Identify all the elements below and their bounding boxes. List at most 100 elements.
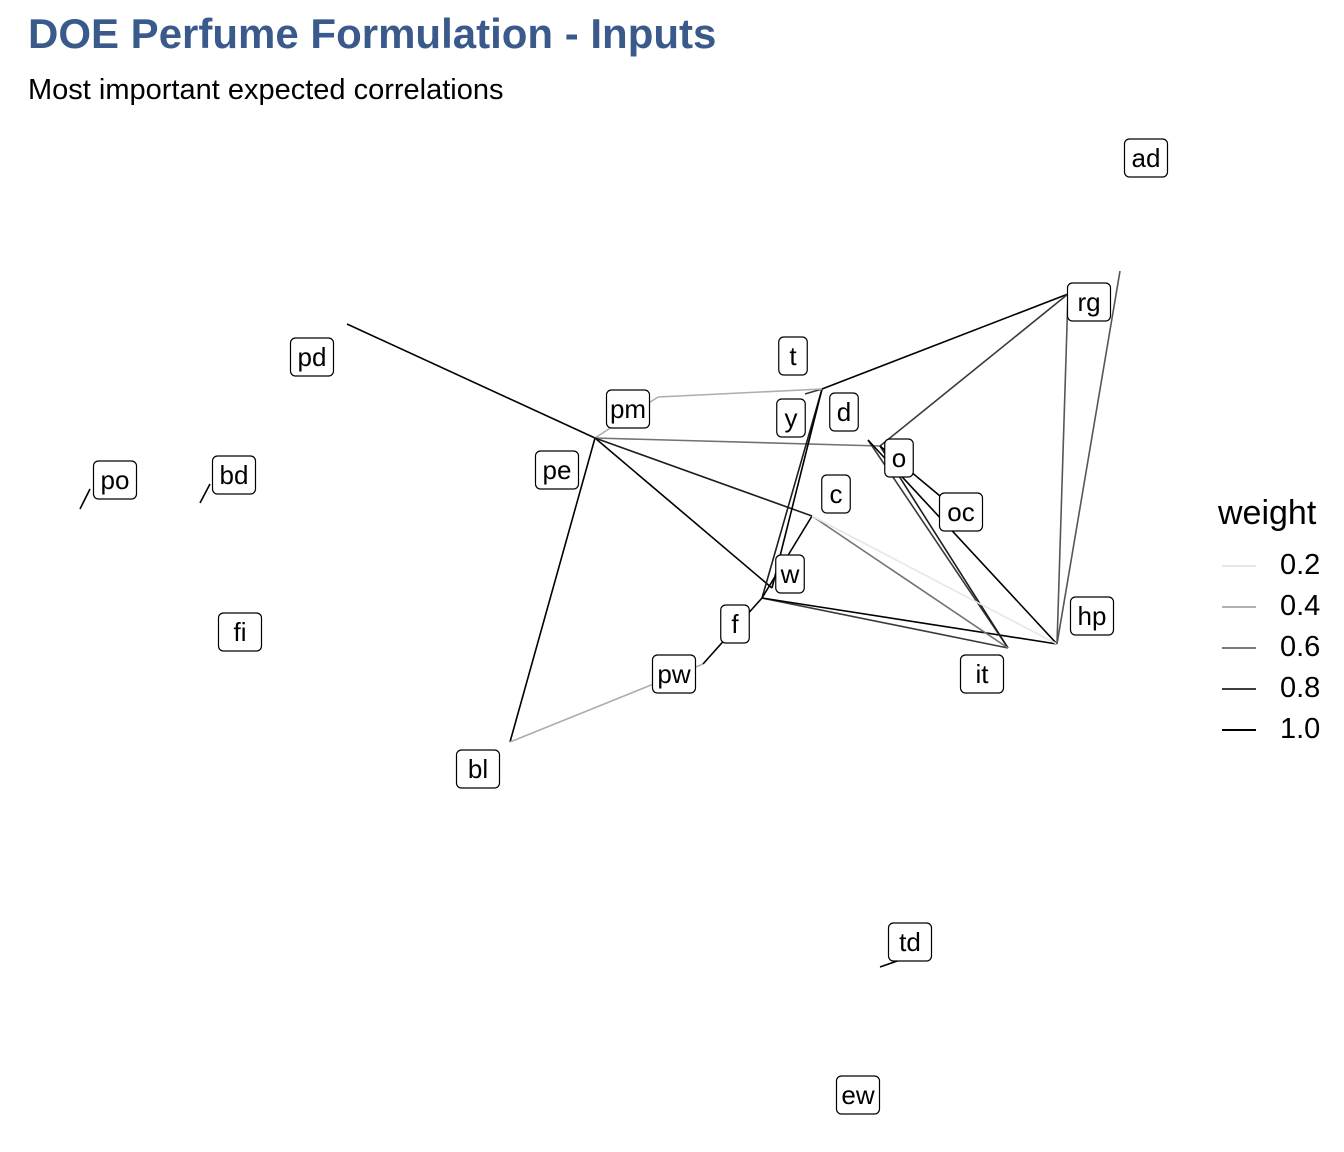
legend-item: 1.0 — [1218, 709, 1320, 750]
node-label: t — [789, 341, 797, 371]
node-pm: pm — [605, 389, 651, 429]
edge-pe-bl — [509, 437, 596, 743]
node-label: f — [731, 609, 739, 639]
legend-label: 1.0 — [1280, 713, 1321, 745]
legend-label: 0.6 — [1280, 631, 1321, 663]
edge-t-rg — [821, 293, 1069, 390]
node-label-box — [651, 654, 697, 694]
page-title: DOE Perfume Formulation - Inputs — [28, 10, 717, 57]
node-td: td — [887, 922, 933, 962]
edge-f-hp — [761, 597, 1058, 645]
node-label: po — [101, 465, 130, 495]
edge-f-it — [761, 597, 1009, 649]
node-label-box — [778, 336, 808, 376]
node-d: d — [829, 392, 859, 432]
legend-items: 0.2 0.4 0.6 0.8 1.0 — [1218, 545, 1320, 750]
node-label: td — [899, 927, 921, 957]
edge-c-it — [811, 515, 1009, 649]
legend-item: 0.8 — [1218, 668, 1320, 709]
edge-pe-c — [594, 437, 813, 517]
node-label-box — [211, 455, 257, 495]
legend-swatch — [1222, 564, 1256, 567]
node-label: bd — [220, 460, 249, 490]
edge-pd-pe — [346, 323, 596, 439]
legend-swatch — [1222, 687, 1256, 690]
legend-item: 0.2 — [1218, 545, 1320, 586]
legend-item: 0.6 — [1218, 627, 1320, 668]
edge-ad-hp — [1056, 270, 1121, 645]
node-label-box — [829, 392, 859, 432]
node-label: d — [837, 397, 851, 427]
node-label: bl — [468, 754, 488, 784]
node-ew: ew — [835, 1075, 881, 1115]
edge-rg-hp — [1056, 293, 1069, 645]
node-pw: pw — [651, 654, 697, 694]
node-label-box — [217, 612, 263, 652]
network-graph: ad rg pd t pm y d pe o po bd c oc w hp fi f it pw bl td ew — [79, 138, 1169, 1115]
node-label: w — [780, 559, 800, 589]
legend-item: 0.4 — [1218, 586, 1320, 627]
edge-pm-t — [657, 388, 823, 398]
legend-title: weight — [1218, 494, 1317, 532]
edge-o-it — [879, 445, 1009, 649]
node-label-box — [534, 450, 580, 490]
node-bd: bd — [211, 455, 257, 495]
node-label-box — [959, 654, 1005, 694]
node-label: pd — [298, 342, 327, 372]
node-oc: oc — [938, 492, 984, 532]
legend-label: 0.4 — [1280, 590, 1321, 622]
node-fi: fi — [217, 612, 263, 652]
legend: weight 0.2 0.4 0.6 0.8 1.0 — [1218, 494, 1320, 750]
legend-swatch — [1222, 728, 1256, 731]
node-f: f — [720, 604, 750, 644]
legend-label: 0.2 — [1280, 549, 1321, 581]
node-bl: bl — [455, 749, 501, 789]
node-hp: hp — [1069, 596, 1115, 636]
node-label-box — [887, 922, 933, 962]
edge-pe-w — [594, 437, 773, 589]
node-rg: rg — [1066, 282, 1112, 322]
node-label-box — [775, 554, 805, 594]
node-ad: ad — [1123, 138, 1169, 178]
node-label-box — [1069, 596, 1115, 636]
node-y: y — [776, 398, 806, 438]
node-pd: pd — [289, 337, 335, 377]
node-label: c — [830, 479, 843, 509]
node-layer: ad rg pd t pm y d pe o po bd c oc w hp fi f it pw bl td ew — [92, 138, 1169, 1115]
node-label-box — [1066, 282, 1112, 322]
node-label-box — [92, 460, 138, 500]
node-po: po — [92, 460, 138, 500]
node-label-box — [938, 492, 984, 532]
node-label-box — [821, 474, 851, 514]
node-o: o — [884, 438, 914, 478]
edge-f-t — [761, 388, 823, 599]
legend-swatch — [1222, 646, 1256, 649]
node-label-box — [1123, 138, 1169, 178]
legend-swatch — [1222, 605, 1256, 608]
node-pe: pe — [534, 450, 580, 490]
node-label: ew — [841, 1080, 874, 1110]
legend-label: 0.8 — [1280, 672, 1321, 704]
node-label: ad — [1132, 143, 1161, 173]
node-c: c — [821, 474, 851, 514]
edge-bd-bd — [199, 483, 211, 504]
edge-pe-o — [594, 437, 881, 447]
node-it: it — [959, 654, 1005, 694]
node-label: pe — [543, 455, 572, 485]
node-label-box — [605, 389, 651, 429]
node-t: t — [778, 336, 808, 376]
node-label: pm — [610, 394, 646, 424]
node-label: it — [976, 659, 990, 689]
edge-layer — [79, 270, 1121, 968]
node-label: y — [785, 403, 798, 433]
edge-c-hp — [811, 515, 1058, 645]
node-label-box — [835, 1075, 881, 1115]
node-w: w — [775, 554, 805, 594]
node-label-box — [455, 749, 501, 789]
node-label-box — [289, 337, 335, 377]
node-label: fi — [234, 617, 247, 647]
node-label: rg — [1077, 287, 1100, 317]
node-label: oc — [947, 497, 974, 527]
node-label-box — [776, 398, 806, 438]
node-label-box — [884, 438, 914, 478]
